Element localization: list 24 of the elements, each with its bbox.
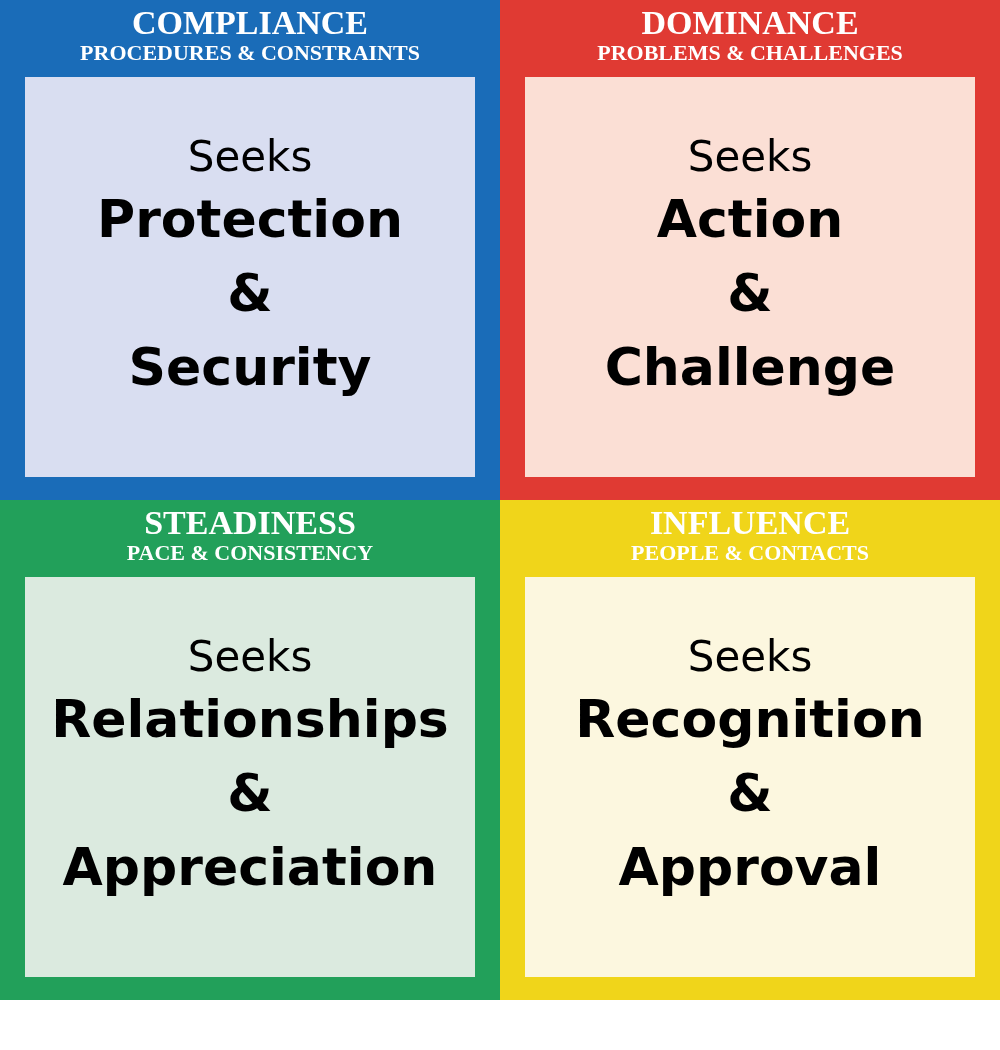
content-box bbox=[25, 577, 475, 977]
content-box bbox=[25, 77, 475, 477]
need-text: Protection & Security bbox=[97, 188, 403, 399]
panel-subheading: PEOPLE & CONTACTS bbox=[631, 540, 869, 566]
panel-heading: INFLUENCE bbox=[649, 504, 851, 542]
panel-heading: DOMINANCE bbox=[641, 4, 859, 42]
intro-text: Seeks bbox=[687, 632, 813, 682]
panel-heading: COMPLIANCE bbox=[131, 4, 369, 42]
panel-subheading: PACE & CONSISTENCY bbox=[126, 540, 374, 566]
panel-heading: STEADINESS bbox=[144, 504, 356, 542]
need-text: Action & Challenge bbox=[604, 188, 896, 399]
panel-subheading: PROCEDURES & CONSTRAINTS bbox=[80, 40, 420, 66]
panel-subheading: PROBLEMS & CHALLENGES bbox=[597, 40, 903, 66]
need-text: Recognition & Approval bbox=[575, 688, 925, 899]
intro-text: Seeks bbox=[187, 132, 313, 182]
need-text: Relationships & Appreciation bbox=[51, 688, 449, 899]
content-box bbox=[525, 577, 975, 977]
quadrant-panel bbox=[500, 500, 1000, 1000]
quadrant-panel bbox=[500, 0, 1000, 500]
quadrant-panel bbox=[0, 500, 500, 1000]
quadrant-panel bbox=[0, 0, 500, 500]
intro-text: Seeks bbox=[187, 632, 313, 682]
content-box bbox=[525, 77, 975, 477]
intro-text: Seeks bbox=[687, 132, 813, 182]
